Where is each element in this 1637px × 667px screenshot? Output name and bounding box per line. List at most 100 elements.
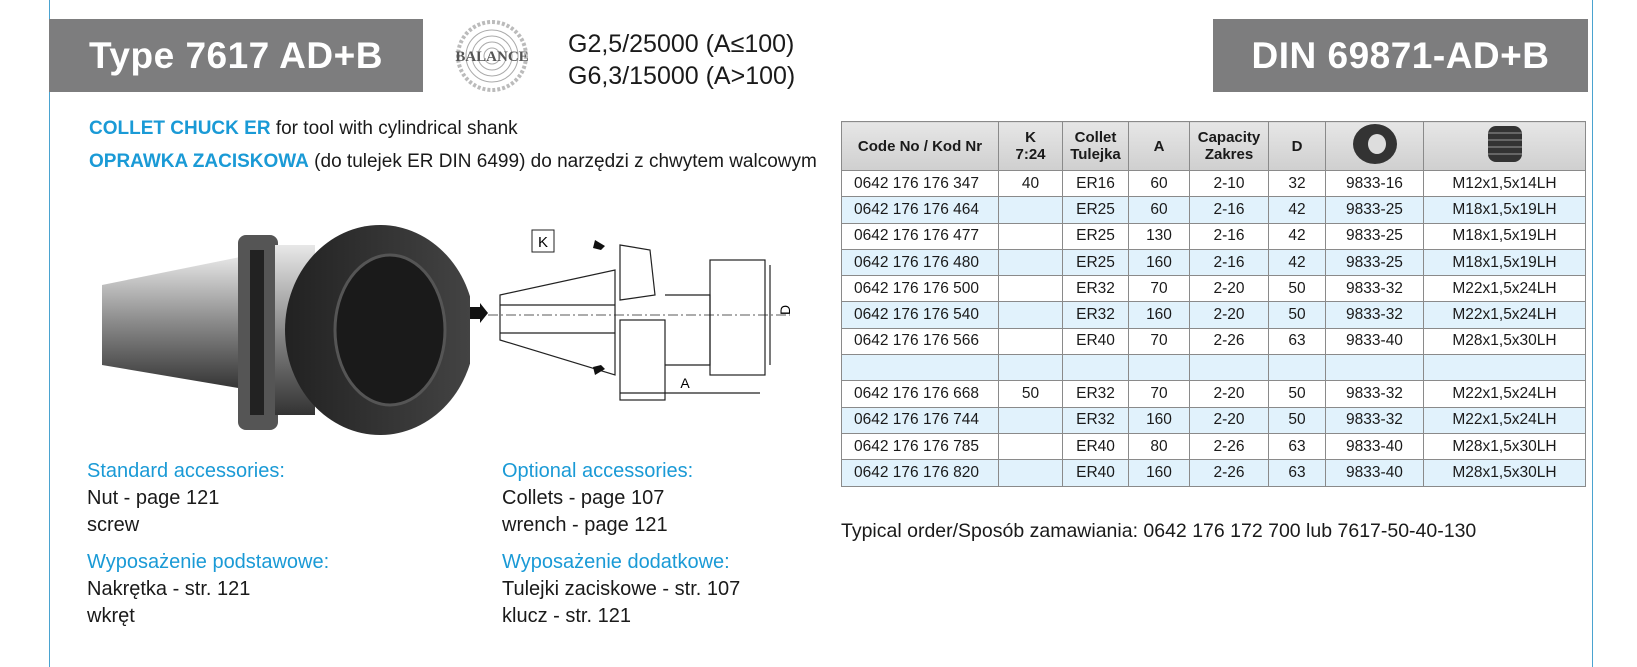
din-title: DIN 69871-AD+B [1213, 19, 1588, 92]
product-desc-en: for tool with cylindrical shank [270, 118, 518, 139]
table-cell: 2-20 [1189, 380, 1269, 408]
optional-accessory-item: wrench - page 121 [502, 514, 668, 536]
table-cell: 63 [1268, 459, 1326, 487]
header-screw [1423, 121, 1586, 171]
table-cell: 40 [998, 169, 1063, 198]
table-cell [998, 275, 1063, 303]
standard-accessory-item: Nut - page 121 [87, 487, 220, 509]
optional-accessory-item-pl: klucz - str. 121 [502, 605, 631, 627]
table-cell: 0642 176 176 785 [841, 432, 999, 461]
description-pl: OPRAWKA ZACISKOWA (do tulejek ER DIN 649… [89, 147, 819, 177]
optional-accessory-item: Collets - page 107 [502, 487, 665, 509]
table-cell: 9833-32 [1325, 275, 1424, 303]
table-cell: 2-16 [1189, 196, 1269, 224]
table-cell [998, 432, 1063, 461]
table-cell [1128, 354, 1190, 382]
table-cell: 160 [1128, 406, 1190, 434]
table-cell: 160 [1128, 301, 1190, 329]
table-cell: M18x1,5x19LH [1423, 196, 1586, 224]
table-cell [998, 301, 1063, 329]
table-cell: 2-16 [1189, 248, 1269, 277]
standard-accessory-item-pl: wkręt [87, 605, 135, 627]
label-k: K [538, 234, 548, 251]
screw-icon [1487, 126, 1522, 162]
balance-line-1: G2,5/25000 (A≤100) [568, 30, 795, 58]
table-cell: M18x1,5x19LH [1423, 222, 1586, 250]
table-cell [1268, 354, 1326, 382]
table-cell [1325, 354, 1424, 382]
table-cell: ER40 [1062, 432, 1129, 461]
table-cell: M22x1,5x24LH [1423, 406, 1586, 434]
table-cell: 2-26 [1189, 432, 1269, 461]
table-cell: M12x1,5x14LH [1423, 169, 1586, 198]
table-cell: 0642 176 176 566 [841, 327, 999, 356]
optional-accessory-item-pl: Tulejki zaciskowe - str. 107 [502, 578, 741, 600]
standard-accessories-heading-pl: Wyposażenie podstawowe: [87, 551, 330, 573]
table-cell: M22x1,5x24LH [1423, 380, 1586, 408]
table-cell: M28x1,5x30LH [1423, 432, 1586, 461]
header-a: A [1128, 121, 1190, 171]
table-cell: 63 [1268, 432, 1326, 461]
table-cell: 2-20 [1189, 406, 1269, 434]
optional-accessories: Optional accessories: Collets - page 107… [502, 458, 740, 630]
table-cell [998, 327, 1063, 356]
header-code: Code No / Kod Nr [841, 121, 999, 171]
table-cell [998, 222, 1063, 250]
header-collet: Collet Tulejka [1062, 121, 1129, 171]
table-cell: 50 [1268, 406, 1326, 434]
table-cell: 50 [998, 380, 1063, 408]
table-cell: M22x1,5x24LH [1423, 301, 1586, 329]
optional-accessories-heading: Optional accessories: [502, 460, 694, 482]
table-cell: 60 [1128, 196, 1190, 224]
product-table: Code No / Kod Nr K 7:24 Collet Tulejka A… [841, 121, 1586, 487]
table-cell: 0642 176 176 540 [841, 301, 999, 329]
typical-order: Typical order/Sposób zamawiania: 0642 17… [841, 520, 1477, 542]
table-cell: 0642 176 176 500 [841, 275, 999, 303]
header-capacity: Capacity Zakres [1189, 121, 1269, 171]
table-cell: 9833-16 [1325, 169, 1424, 198]
balance-line-2: G6,3/15000 (A>100) [568, 62, 796, 90]
table-cell: 9833-40 [1325, 432, 1424, 461]
table-cell: 9833-40 [1325, 459, 1424, 487]
left-border [49, 0, 50, 667]
table-cell [841, 354, 999, 382]
standard-accessories: Standard accessories: Nut - page 121 scr… [87, 458, 329, 630]
standard-accessory-item: screw [87, 514, 140, 536]
table-cell: M22x1,5x24LH [1423, 275, 1586, 303]
table-cell [998, 248, 1063, 277]
table-cell: 70 [1128, 380, 1190, 408]
table-cell: 2-26 [1189, 459, 1269, 487]
table-cell: 2-20 [1189, 301, 1269, 329]
table-cell: ER32 [1062, 380, 1129, 408]
right-border [1592, 0, 1593, 667]
table-cell [998, 354, 1063, 382]
table-cell: ER25 [1062, 222, 1129, 250]
table-cell: 160 [1128, 248, 1190, 277]
table-cell: 9833-25 [1325, 248, 1424, 277]
table-cell: 9833-25 [1325, 222, 1424, 250]
product-desc-pl: (do tulejek ER DIN 6499) do narzędzi z c… [308, 151, 817, 172]
table-cell: ER32 [1062, 275, 1129, 303]
table-cell: 42 [1268, 196, 1326, 224]
table-cell: 50 [1268, 275, 1326, 303]
product-name-pl: OPRAWKA ZACISKOWA [89, 151, 309, 172]
table-cell: 60 [1128, 169, 1190, 198]
table-cell: 0642 176 176 477 [841, 222, 999, 250]
table-cell: ER16 [1062, 169, 1129, 198]
table-cell: M18x1,5x19LH [1423, 248, 1586, 277]
table-cell: 0642 176 176 668 [841, 380, 999, 408]
table-cell: 50 [1268, 301, 1326, 329]
table-cell: 0642 176 176 744 [841, 406, 999, 434]
table-cell: 160 [1128, 459, 1190, 487]
table-cell: M28x1,5x30LH [1423, 327, 1586, 356]
table-cell: 9833-32 [1325, 301, 1424, 329]
table-cell: 0642 176 176 820 [841, 459, 999, 487]
collet-chuck-photo [102, 225, 470, 435]
